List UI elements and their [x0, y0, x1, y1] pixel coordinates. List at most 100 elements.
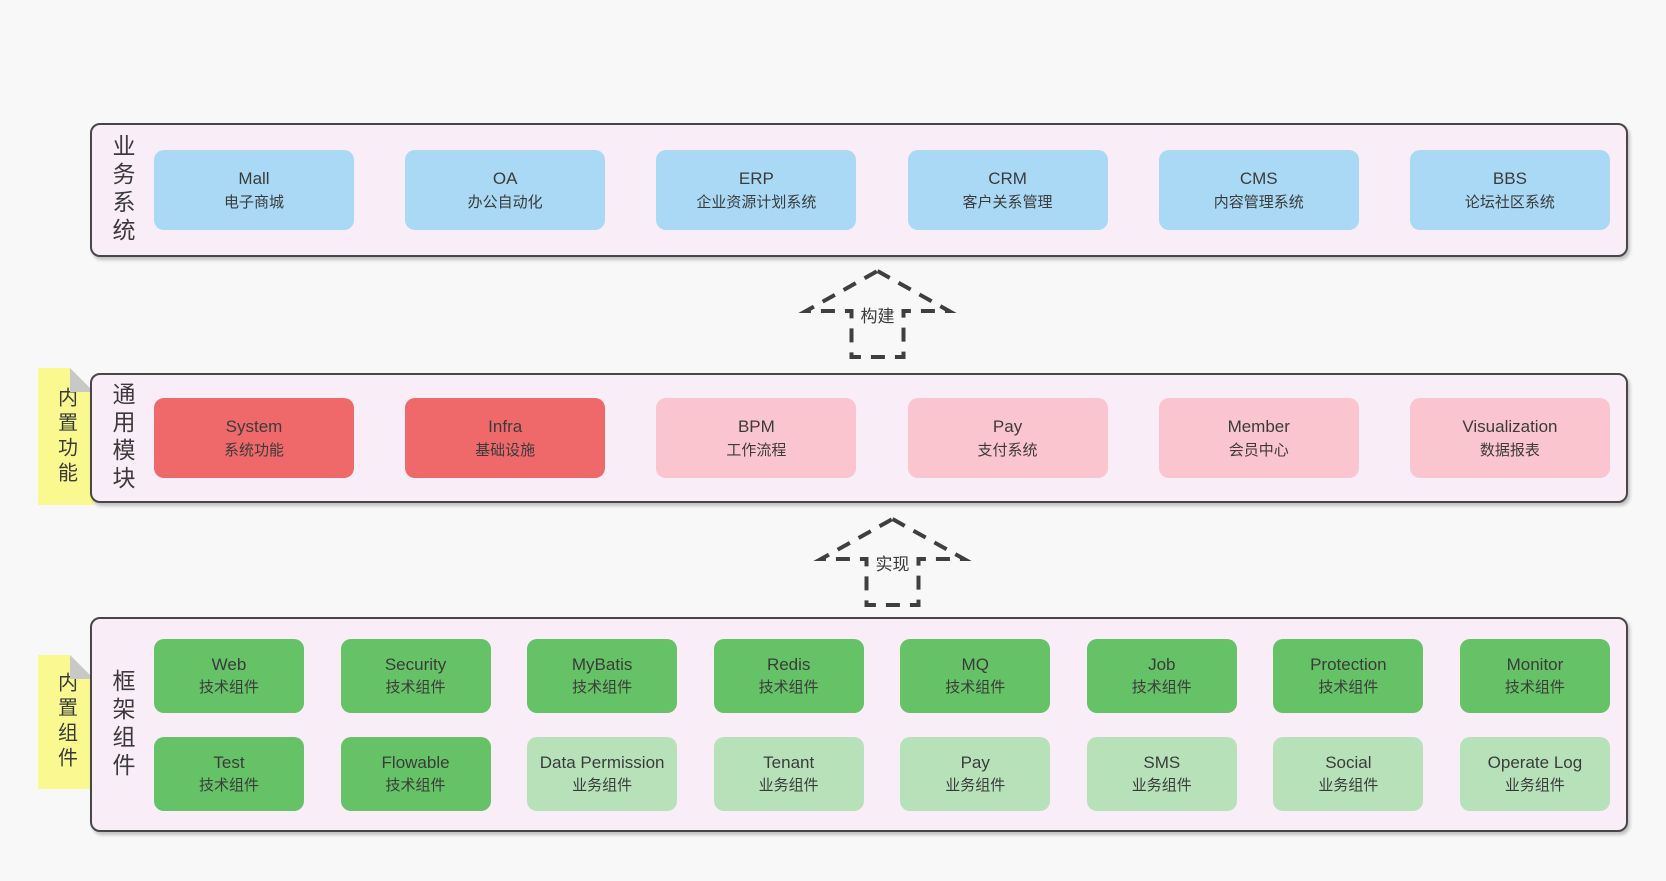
box-title: Data Permission — [539, 752, 665, 772]
diagram-box-mybatis: MyBatis 技术组件 — [527, 638, 678, 713]
box-title: Visualization — [1462, 417, 1558, 436]
box-subtitle: 客户关系管理 — [962, 193, 1053, 211]
diagram-box-job: Job 技术组件 — [1086, 638, 1237, 713]
box-subtitle: 业务组件 — [572, 777, 633, 794]
box-subtitle: 业务组件 — [1131, 777, 1192, 794]
arrow-build: 构建 — [790, 266, 965, 362]
diagram-box-flowable: Flowable 技术组件 — [340, 736, 491, 811]
diagram-box-protection: Protection 技术组件 — [1273, 638, 1424, 713]
box-subtitle: 工作流程 — [726, 441, 787, 459]
diagram-box-visualization: Visualization 数据报表 — [1409, 398, 1610, 478]
diagram-box-infra: Infra 基础设施 — [405, 398, 606, 478]
box-subtitle: 业务组件 — [1318, 777, 1379, 794]
arrow-implement: 实现 — [805, 514, 980, 610]
box-subtitle: 技术组件 — [198, 679, 259, 696]
box-title: Flowable — [381, 752, 450, 772]
diagram-box-mq: MQ 技术组件 — [900, 638, 1051, 713]
box-subtitle: 技术组件 — [1318, 679, 1379, 696]
section-label: 业务系统 — [109, 134, 135, 246]
box-subtitle: 业务组件 — [1504, 777, 1565, 794]
box-title: MQ — [961, 654, 989, 674]
diagram-box-operate-log: Operate Log 业务组件 — [1459, 736, 1610, 811]
box-title: System — [225, 417, 283, 436]
sticky-note-label: 内置功能 — [54, 386, 77, 487]
diagram-box-redis: Redis 技术组件 — [713, 638, 864, 713]
box-title: Operate Log — [1487, 752, 1583, 772]
box-title: MyBatis — [571, 654, 633, 674]
arrow-label: 构建 — [856, 302, 899, 327]
diagram-box-cms: CMS 内容管理系统 — [1158, 150, 1359, 230]
box-title: Pay — [992, 417, 1023, 436]
box-title: Test — [213, 752, 245, 772]
box-subtitle: 论坛社区系统 — [1464, 193, 1555, 211]
diagram-box-oa: OA 办公自动化 — [405, 150, 606, 230]
box-title: Job — [1148, 654, 1176, 674]
diagram-box-crm: CRM 客户关系管理 — [907, 150, 1108, 230]
dashed-up-arrow-icon — [813, 516, 972, 607]
box-title: Mall — [238, 169, 270, 188]
box-title: Member — [1227, 417, 1290, 436]
box-subtitle: 技术组件 — [945, 679, 1006, 696]
box-subtitle: 系统功能 — [223, 441, 284, 459]
box-title: Tenant — [763, 752, 815, 772]
diagram-box-social: Social 业务组件 — [1273, 736, 1424, 811]
box-subtitle: 技术组件 — [385, 777, 446, 794]
diagram-box-bbs: BBS 论坛社区系统 — [1409, 150, 1610, 230]
box-title: CMS — [1239, 169, 1278, 188]
box-title: Redis — [766, 654, 811, 674]
diagram-box-system: System 系统功能 — [154, 398, 354, 478]
box-subtitle: 业务组件 — [945, 777, 1006, 794]
box-subtitle: 技术组件 — [1504, 679, 1565, 696]
box-title: SMS — [1143, 752, 1181, 772]
box-title: BBS — [1492, 169, 1527, 188]
box-title: Protection — [1310, 654, 1387, 674]
box-title: Social — [1325, 752, 1372, 772]
box-subtitle: 内容管理系统 — [1213, 193, 1304, 211]
diagram-box-member: Member 会员中心 — [1158, 398, 1359, 478]
box-subtitle: 办公自动化 — [467, 193, 543, 211]
box-title: CRM — [988, 169, 1027, 188]
box-title: BPM — [737, 417, 775, 436]
box-title: Security — [384, 654, 447, 674]
diagram-box-data-permission: Data Permission 业务组件 — [527, 736, 678, 811]
diagram-box-monitor: Monitor 技术组件 — [1459, 638, 1610, 713]
box-subtitle: 基础设施 — [475, 441, 536, 459]
sticky-note-builtin-components: 内置组件 — [38, 655, 94, 789]
box-title: ERP — [738, 169, 774, 188]
sticky-note-label: 内置组件 — [54, 672, 77, 772]
diagram-box-mall: Mall 电子商城 — [154, 150, 354, 230]
box-title: OA — [492, 169, 518, 188]
box-title: Monitor — [1506, 654, 1564, 674]
section-label: 框架组件 — [109, 668, 135, 781]
box-title: Infra — [488, 417, 523, 436]
dashed-up-arrow-icon — [798, 268, 957, 359]
diagram-box-sms: SMS 业务组件 — [1086, 736, 1237, 811]
section-label: 通用模块 — [109, 382, 135, 494]
box-title: Web — [211, 654, 247, 674]
box-subtitle: 技术组件 — [758, 679, 819, 696]
box-title: Pay — [960, 752, 990, 772]
box-subtitle: 会员中心 — [1228, 441, 1289, 459]
box-subtitle: 数据报表 — [1479, 441, 1540, 459]
box-subtitle: 技术组件 — [572, 679, 633, 696]
sticky-note-builtin-features: 内置功能 — [38, 368, 94, 505]
arrow-label: 实现 — [871, 550, 914, 575]
diagram-box-bpm: BPM 工作流程 — [656, 398, 857, 478]
box-subtitle: 电子商城 — [223, 193, 284, 211]
diagram-box-pay: Pay 业务组件 — [900, 736, 1051, 811]
box-subtitle: 技术组件 — [1131, 679, 1192, 696]
